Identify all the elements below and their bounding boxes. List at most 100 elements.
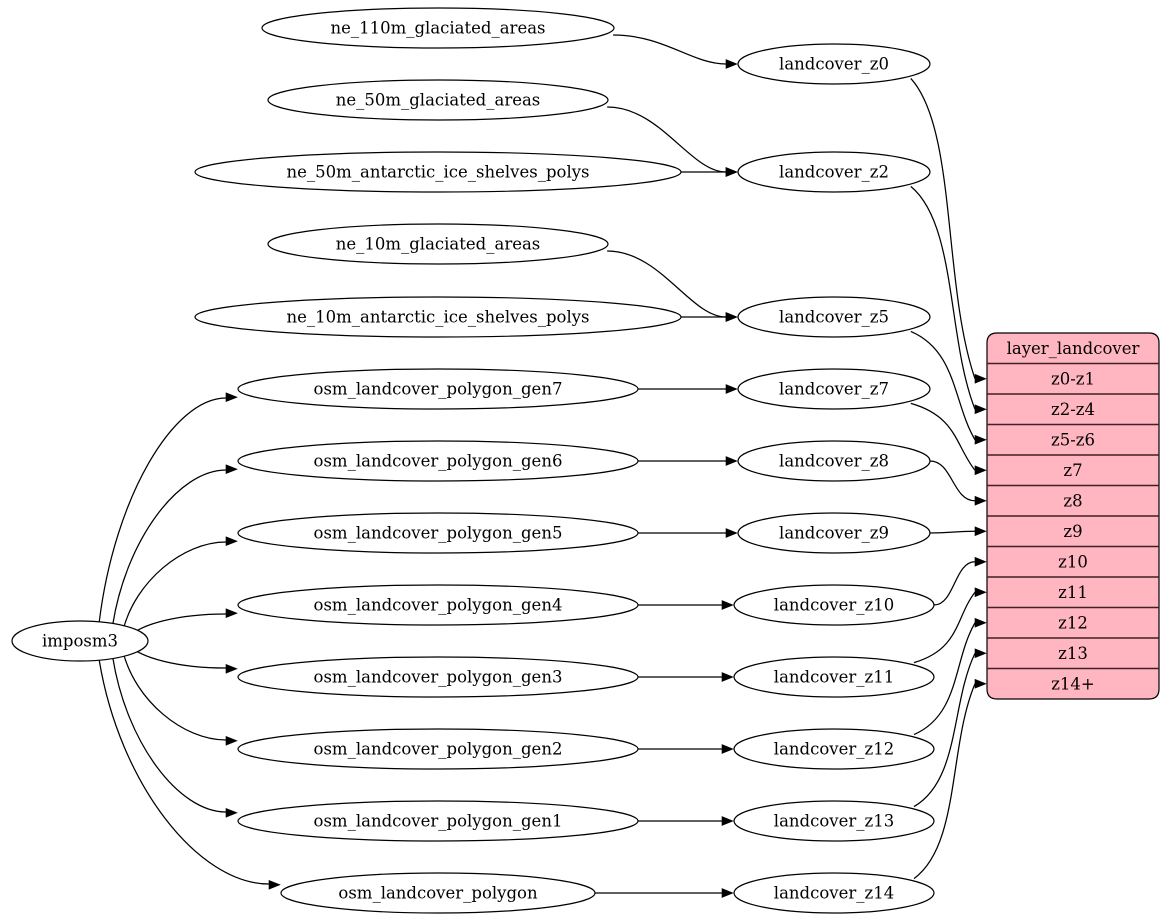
edge-ne110m-to-z0-arrow <box>725 59 738 69</box>
edge-landcover-z2-to-row-z2-z4-arrow <box>974 404 987 415</box>
node-landcover-z12[interactable]: landcover_z12 <box>733 728 935 770</box>
node-shape <box>237 440 639 482</box>
node-imposm3[interactable]: imposm3 <box>11 620 149 662</box>
edge-landcover-z9-to-row-z9 <box>929 530 976 534</box>
edge-osm-landcover-polygon-gen3-to-landcover-z11-arrow <box>721 672 734 682</box>
node-osm-landcover-polygon-gen3[interactable]: osm_landcover_polygon_gen3 <box>237 656 639 698</box>
node-landcover-z2[interactable]: landcover_z2 <box>737 151 931 193</box>
record-row-z0-z1[interactable] <box>987 364 1159 395</box>
edge-ne50mice-to-z2-arrow <box>725 167 738 177</box>
edge-landcover-z2-to-row-z2-z4 <box>910 185 976 410</box>
node-landcover-z10[interactable]: landcover_z10 <box>733 584 935 626</box>
edge-imposm3-to-osm-landcover-polygon-gen2 <box>122 651 227 741</box>
edge-landcover-z13-to-row-z13 <box>913 652 976 808</box>
record-row-z5-z6[interactable] <box>987 425 1159 456</box>
node-ne-50m-glaciated-areas[interactable]: ne_50m_glaciated_areas <box>267 79 609 121</box>
edge-imposm3-to-osm-landcover-polygon-gen1-arrow <box>225 807 238 818</box>
node-osm-landcover-polygon-gen4[interactable]: osm_landcover_polygon_gen4 <box>237 584 639 626</box>
edges-layer <box>98 34 987 898</box>
edge-ne110m-to-z0 <box>613 34 727 65</box>
node-osm-landcover-polygon-gen7[interactable]: osm_landcover_polygon_gen7 <box>237 368 639 410</box>
node-landcover-z13[interactable]: landcover_z13 <box>733 800 935 842</box>
edge-osm-landcover-polygon-gen7-to-landcover-z7-arrow <box>725 384 738 394</box>
node-shape <box>267 79 609 121</box>
edge-osm-landcover-polygon-gen6-to-landcover-z8-arrow <box>725 456 738 466</box>
node-ne-10m-glaciated-areas[interactable]: ne_10m_glaciated_areas <box>267 223 609 265</box>
edge-osm-landcover-polygon-gen1-to-landcover-z13-arrow <box>721 816 734 826</box>
node-ne-10m-antarctic-ice-shelves-polys[interactable]: ne_10m_antarctic_ice_shelves_polys <box>194 296 682 338</box>
edge-landcover-z10-to-row-z10 <box>933 561 976 606</box>
node-shape <box>237 512 639 554</box>
record-row-z14+[interactable] <box>987 669 1159 700</box>
node-shape <box>733 656 935 698</box>
edge-imposm3-to-osm-landcover-polygon-gen1 <box>112 657 227 813</box>
edge-landcover-z5-to-row-z5-z6-arrow <box>974 434 987 445</box>
node-shape <box>194 296 682 338</box>
node-osm-landcover-polygon-gen6[interactable]: osm_landcover_polygon_gen6 <box>237 440 639 482</box>
node-shape <box>733 584 935 626</box>
edge-ne10mglac-to-z5 <box>607 250 727 318</box>
edge-landcover-z12-to-row-z12-arrow <box>974 617 987 628</box>
node-landcover-z0[interactable]: landcover_z0 <box>737 43 931 85</box>
node-shape <box>237 800 639 842</box>
node-shape <box>280 872 596 914</box>
record-row-z8[interactable] <box>987 486 1159 517</box>
edge-landcover-z7-to-row-z7-arrow <box>974 465 987 476</box>
node-landcover-z8[interactable]: landcover_z8 <box>737 440 931 482</box>
node-shape <box>267 223 609 265</box>
node-osm-landcover-polygon[interactable]: osm_landcover_polygon <box>280 872 596 914</box>
node-shape <box>737 296 931 338</box>
record-node-layer-landcover[interactable]: layer_landcoverz0-z1z2-z4z5-z6z7z8z9z10z… <box>986 332 1160 700</box>
edge-landcover-z13-to-row-z13-arrow <box>974 648 987 659</box>
edge-landcover-z8-to-row-z8 <box>929 460 976 502</box>
node-osm-landcover-polygon-gen2[interactable]: osm_landcover_polygon_gen2 <box>237 728 639 770</box>
edge-imposm3-to-osm-landcover-polygon-gen4-arrow <box>225 608 238 619</box>
edge-imposm3-to-osm-landcover-polygon-gen3-arrow <box>225 663 238 674</box>
node-shape <box>237 584 639 626</box>
edge-landcover-z0-to-row-z0-z1-arrow <box>974 373 987 384</box>
edge-imposm3-to-osm-landcover-polygon-gen2-arrow <box>225 735 238 746</box>
node-shape <box>737 151 931 193</box>
edge-imposm3-to-osm-landcover-polygon-gen6 <box>112 469 227 625</box>
edge-landcover-z12-to-row-z12 <box>913 622 976 736</box>
node-shape <box>237 656 639 698</box>
record-row-z12[interactable] <box>987 608 1159 639</box>
edge-osm-landcover-polygon-gen4-to-landcover-z10-arrow <box>721 600 734 610</box>
edge-landcover-z10-to-row-z10-arrow <box>974 556 987 567</box>
edge-landcover-z8-to-row-z8-arrow <box>974 495 987 506</box>
edge-landcover-z11-to-row-z11 <box>913 591 976 664</box>
node-shape <box>11 620 149 662</box>
node-landcover-z7[interactable]: landcover_z7 <box>737 368 931 410</box>
edge-landcover-z9-to-row-z9-arrow <box>974 526 987 537</box>
node-shape <box>237 368 639 410</box>
node-osm-landcover-polygon-gen5[interactable]: osm_landcover_polygon_gen5 <box>237 512 639 554</box>
record-row-z13[interactable] <box>987 638 1159 669</box>
node-osm-landcover-polygon-gen1[interactable]: osm_landcover_polygon_gen1 <box>237 800 639 842</box>
record-row-z2-z4[interactable] <box>987 394 1159 425</box>
node-landcover-z9[interactable]: landcover_z9 <box>737 512 931 554</box>
edge-imposm3-to-osm-landcover-polygon-gen7 <box>98 397 227 622</box>
record-row-z11[interactable] <box>987 577 1159 608</box>
node-landcover-z14[interactable]: landcover_z14 <box>733 872 935 914</box>
edge-landcover-z11-to-row-z11-arrow <box>974 587 987 598</box>
node-shape <box>737 368 931 410</box>
edge-imposm3-to-osm-landcover-polygon-arrow <box>268 879 281 890</box>
record-row-z10[interactable] <box>987 547 1159 578</box>
node-ne-50m-antarctic-ice-shelves-polys[interactable]: ne_50m_antarctic_ice_shelves_polys <box>194 151 682 193</box>
edge-landcover-z0-to-row-z0-z1 <box>910 77 976 379</box>
node-landcover-z11[interactable]: landcover_z11 <box>733 656 935 698</box>
node-shape <box>194 151 682 193</box>
node-shape <box>737 512 931 554</box>
record-row-z9[interactable] <box>987 516 1159 547</box>
node-shape <box>237 728 639 770</box>
record-row-z7[interactable] <box>987 455 1159 486</box>
node-landcover-z5[interactable]: landcover_z5 <box>737 296 931 338</box>
node-ne-110m-glaciated-areas[interactable]: ne_110m_glaciated_areas <box>261 7 615 49</box>
edge-imposm3-to-osm-landcover-polygon-gen6-arrow <box>225 464 238 475</box>
edge-imposm3-to-osm-landcover-polygon-gen5 <box>122 541 227 631</box>
edge-landcover-z14-to-row-z14plus <box>913 683 976 880</box>
edge-osm-landcover-polygon-gen2-to-landcover-z12-arrow <box>721 744 734 754</box>
edge-osm-landcover-polygon-gen5-to-landcover-z9-arrow <box>725 528 738 538</box>
edge-imposm3-to-osm-landcover-polygon-gen7-arrow <box>225 392 238 403</box>
